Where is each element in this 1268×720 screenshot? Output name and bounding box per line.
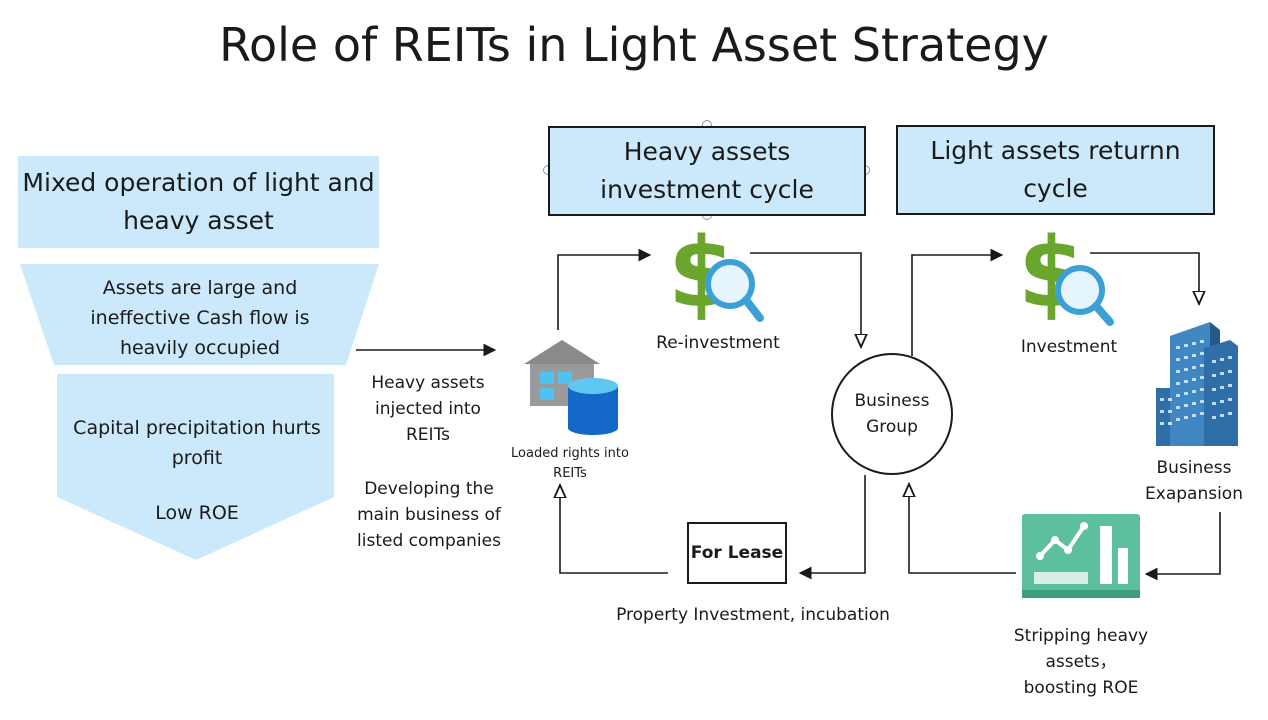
group-to-investment-arrow [911, 248, 1004, 356]
loaded-rights-label: Loaded rights into REITs [511, 446, 629, 481]
to-reinvestment-arrow [557, 248, 652, 330]
stripping-label: Stripping heavy assets， boosting ROE [1013, 626, 1149, 698]
dollar-search-icon: $ [668, 217, 764, 329]
business-expansion-label: Business Exapansion [1145, 458, 1243, 504]
for-lease-box: For Lease [687, 522, 787, 584]
report-to-group-arrow [909, 484, 1016, 574]
property-investment-label: Property Investment, incubation [616, 605, 890, 625]
analytics-report-icon [1022, 514, 1140, 598]
heavy-injected-label: Heavy assets injected into REITs [371, 373, 485, 445]
mixed-operation-heading: Mixed operation of light and heavy asset [18, 156, 379, 248]
warehouse-database-icon [524, 340, 618, 435]
lease-to-rights-arrow [560, 485, 668, 574]
developing-label: Developing the main business of listed c… [357, 479, 501, 551]
business-group-node: Business Group [831, 353, 953, 475]
roe-text: Low ROE [155, 502, 239, 524]
investment-to-building-arrow [1090, 252, 1199, 304]
problem-text: Assets are large and ineffective Cash fl… [90, 277, 310, 359]
effect-pentagon [57, 374, 334, 560]
page-title: Role of REITs in Light Asset Strategy [219, 18, 1049, 72]
problem-trapezoid [20, 264, 379, 365]
group-to-lease-arrow [798, 475, 866, 580]
reinvestment-label: Re-investment [656, 333, 780, 353]
dollar-search-icon: $ [1018, 217, 1114, 329]
office-building-icon [1156, 322, 1238, 446]
reinvestment-to-group-arrow [750, 252, 861, 347]
heavy-cycle-box[interactable]: Heavy assets investment cycle [548, 126, 866, 216]
light-cycle-box: Light assets returnn cycle [896, 125, 1215, 215]
investment-label: Investment [1020, 337, 1118, 357]
expansion-to-report-arrow [1144, 512, 1221, 581]
effect-text: Capital precipitation hurts profit [73, 417, 321, 469]
